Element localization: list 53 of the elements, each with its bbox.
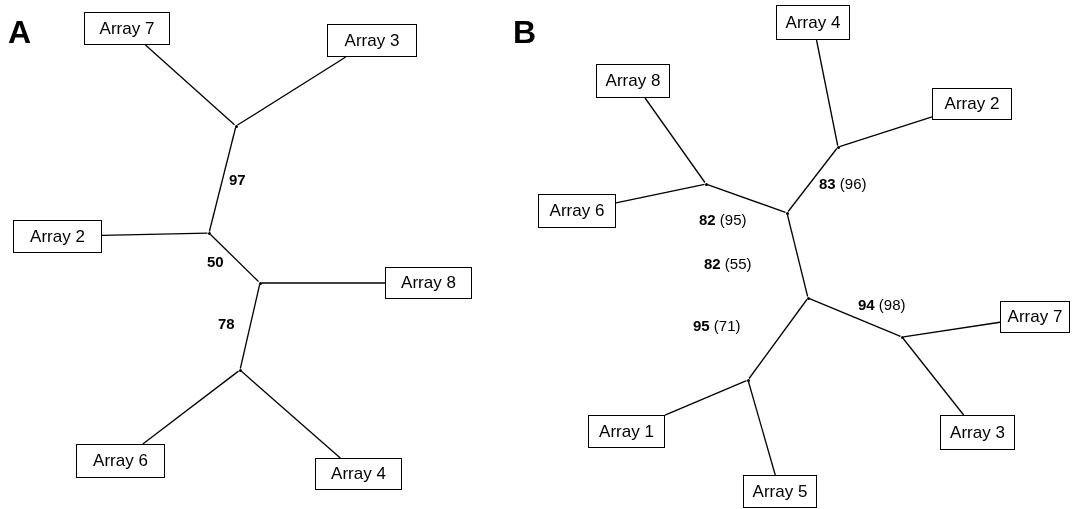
leaf-label-box: Array 4 bbox=[776, 5, 850, 40]
branch-point bbox=[806, 296, 810, 300]
leaf-label-box: Array 6 bbox=[538, 194, 616, 228]
leaf-label-box: Array 3 bbox=[327, 24, 417, 57]
bootstrap-value: 94 (98) bbox=[857, 297, 907, 314]
branch-point bbox=[836, 145, 840, 149]
branch-point bbox=[900, 335, 904, 339]
panel-letter: B bbox=[513, 14, 537, 51]
bootstrap-value: 82 (95) bbox=[698, 212, 748, 229]
tree-branch bbox=[260, 282, 386, 284]
tree-branch bbox=[236, 56, 347, 126]
tree-branch bbox=[644, 97, 706, 184]
leaf-label-box: Array 8 bbox=[385, 267, 472, 299]
tree-branch bbox=[902, 337, 965, 416]
tree-branch bbox=[615, 183, 706, 204]
tree-branch bbox=[101, 232, 209, 237]
panel-letter: A bbox=[8, 14, 32, 51]
tree-branch bbox=[144, 44, 236, 126]
branch-point bbox=[258, 281, 262, 285]
leaf-label-box: Array 4 bbox=[315, 458, 402, 490]
tree-branch bbox=[208, 126, 237, 233]
tree-branch bbox=[664, 380, 748, 416]
leaf-label-box: Array 1 bbox=[588, 415, 665, 448]
leaf-label-box: Array 2 bbox=[13, 220, 102, 253]
leaf-label-box: Array 7 bbox=[1000, 301, 1070, 333]
branch-point bbox=[234, 124, 238, 128]
bootstrap-value: 95 (71) bbox=[692, 318, 742, 335]
bootstrap-value: 83 (96) bbox=[818, 176, 868, 193]
tree-branch bbox=[239, 283, 261, 370]
branch-point bbox=[746, 378, 750, 382]
tree-branch bbox=[808, 297, 902, 338]
tree-branch bbox=[838, 116, 933, 148]
leaf-label-box: Array 5 bbox=[743, 475, 817, 508]
tree-branch bbox=[747, 380, 776, 476]
tree-branch bbox=[902, 321, 1001, 338]
branch-point bbox=[785, 211, 789, 215]
leaf-label-box: Array 3 bbox=[940, 415, 1015, 450]
bootstrap-value: 82 (55) bbox=[703, 256, 753, 273]
tree-branch bbox=[142, 370, 240, 445]
branch-point bbox=[207, 231, 211, 235]
leaf-label-box: Array 7 bbox=[84, 12, 170, 45]
tree-branch bbox=[815, 39, 839, 147]
leaf-label-box: Array 8 bbox=[596, 64, 670, 98]
tree-branch bbox=[209, 233, 260, 283]
tree-branch bbox=[786, 213, 809, 298]
leaf-label-box: Array 2 bbox=[932, 88, 1012, 120]
branch-point bbox=[704, 182, 708, 186]
leaf-label-box: Array 6 bbox=[76, 444, 165, 478]
tree-branch bbox=[706, 183, 787, 214]
tree-branch bbox=[240, 370, 341, 459]
branch-point bbox=[238, 368, 242, 372]
tree-branch bbox=[748, 298, 808, 380]
tree-branch bbox=[787, 147, 838, 213]
